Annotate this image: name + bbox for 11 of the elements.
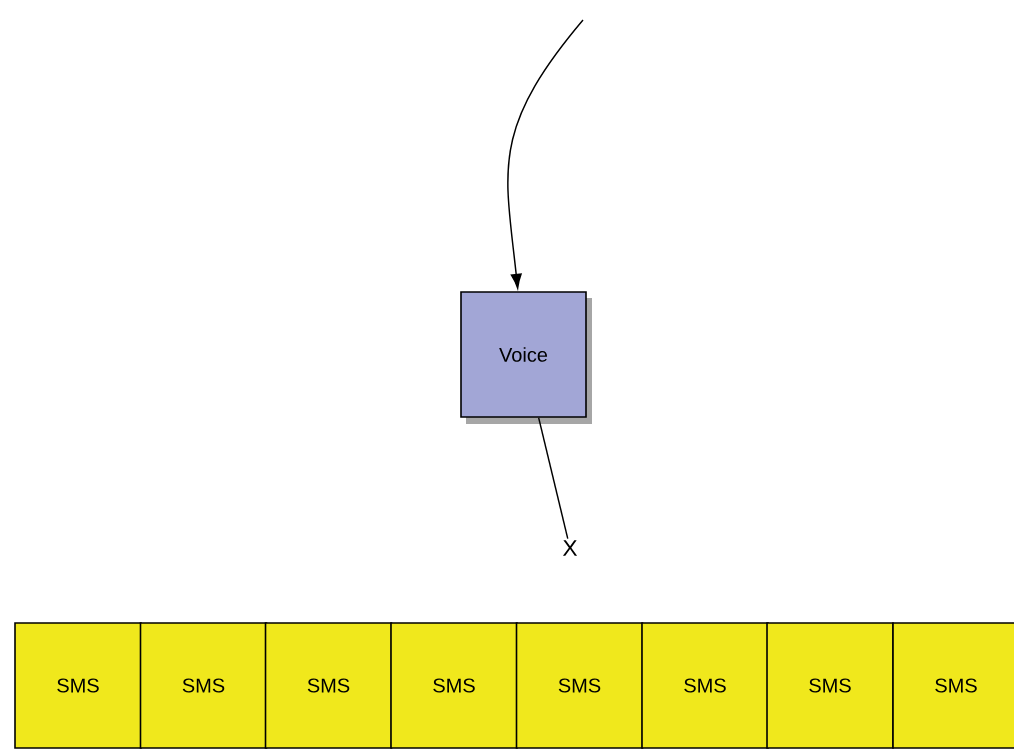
sms-cell: SMS	[390, 622, 518, 749]
arrow	[507, 19, 584, 289]
sms-cell: SMS	[892, 622, 1014, 749]
label-text: X	[562, 540, 578, 556]
sms-cell: SMS	[14, 622, 142, 749]
sms-cell: SMS	[264, 622, 393, 749]
sms-cell: SMS	[641, 622, 769, 749]
sms-cell: SMS	[766, 622, 894, 749]
sms-cell: SMS	[139, 622, 268, 749]
sms-cell: SMS	[515, 622, 644, 749]
voice-box: Voice	[460, 291, 592, 424]
